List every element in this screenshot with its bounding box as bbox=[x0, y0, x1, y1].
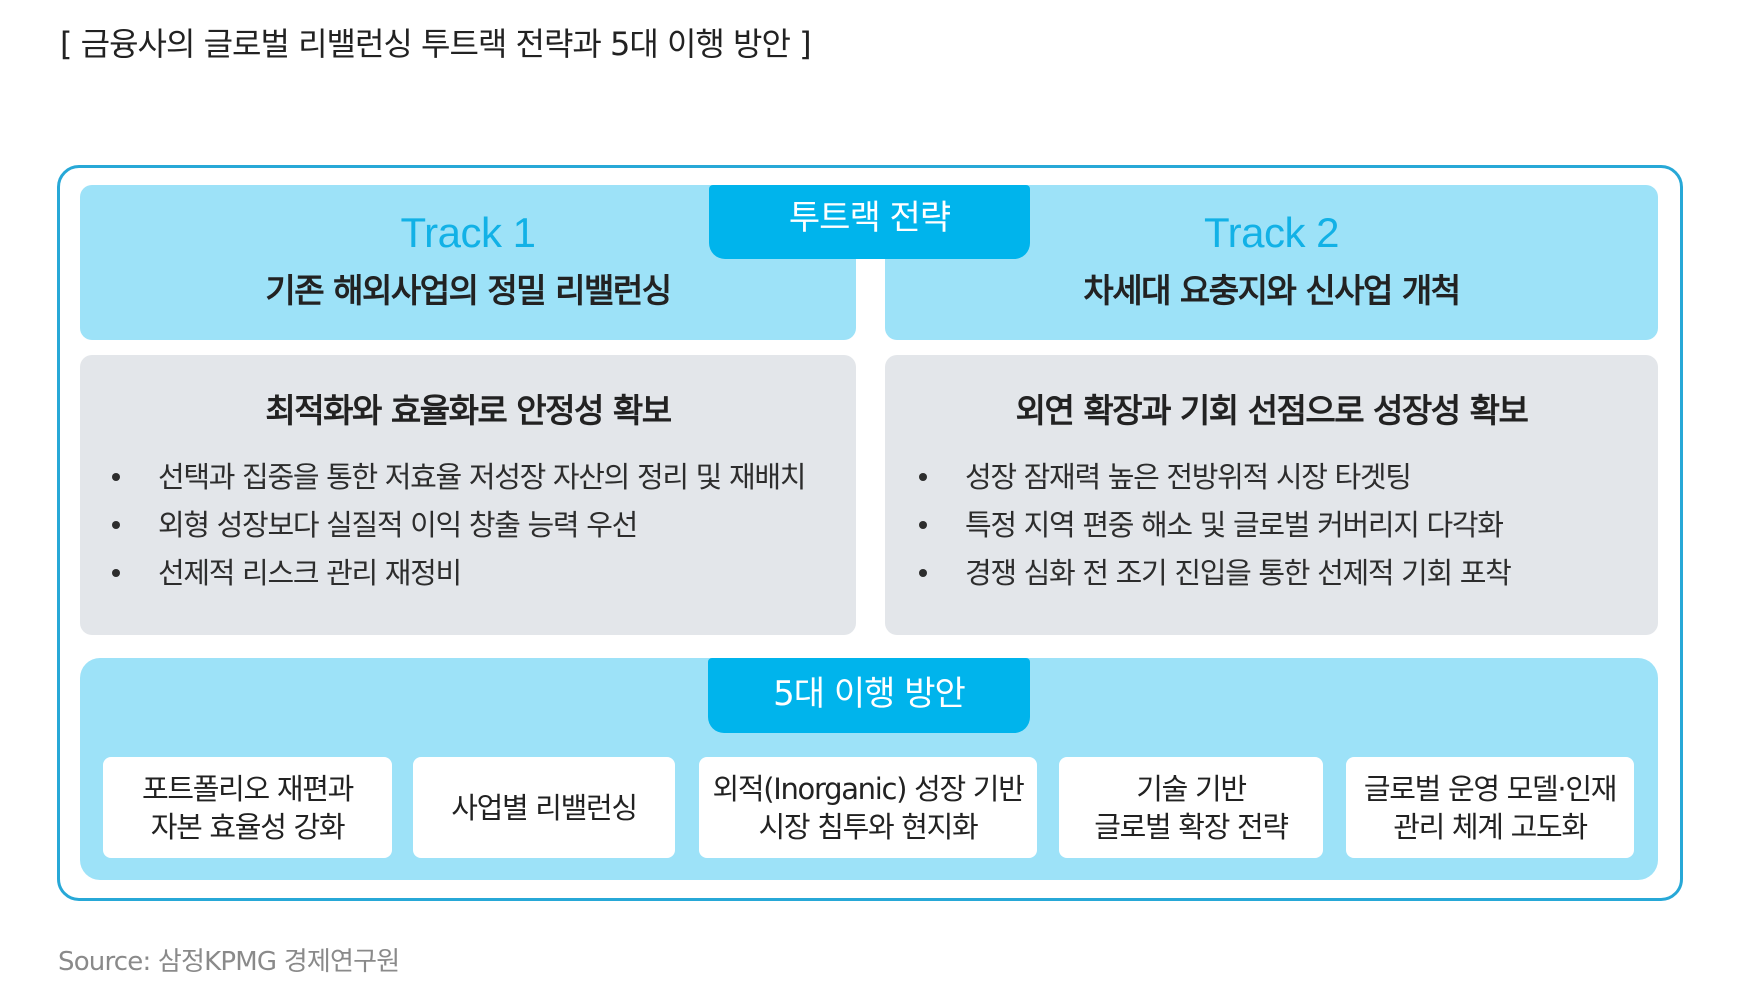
action-box: 포트폴리오 재편과 자본 효율성 강화 bbox=[103, 757, 392, 858]
action-text: 기술 기반 글로벌 확장 전략 bbox=[1094, 771, 1289, 844]
action-text: 포트폴리오 재편과 자본 효율성 강화 bbox=[142, 771, 354, 844]
bullet-text: 경쟁 심화 전 조기 진입을 통한 선제적 기회 포착 bbox=[965, 556, 1512, 590]
bullet-text: 외형 성장보다 실질적 이익 창출 능력 우선 bbox=[158, 508, 638, 542]
action-text: 글로벌 운영 모델·인재 관리 체계 고도화 bbox=[1363, 771, 1617, 844]
track-1-label: Track 1 bbox=[400, 209, 536, 256]
list-item: 외형 성장보다 실질적 이익 창출 능력 우선 bbox=[110, 503, 805, 551]
action-box: 외적(Inorganic) 성장 기반 시장 침투와 현지화 bbox=[699, 757, 1037, 858]
list-item: 경쟁 심화 전 조기 진입을 통한 선제적 기회 포착 bbox=[917, 551, 1512, 599]
bullet-icon bbox=[919, 473, 927, 481]
list-item: 특정 지역 편중 해소 및 글로벌 커버리지 다각화 bbox=[917, 503, 1511, 551]
bullet-icon bbox=[112, 473, 120, 481]
bullet-icon bbox=[919, 521, 927, 529]
page-title: [ 금융사의 글로벌 리밸런싱 투트랙 전략과 5대 이행 방안 ] bbox=[60, 25, 812, 63]
bullet-icon bbox=[112, 569, 120, 577]
track-1-bullet-list: 선택과 집중을 통한 저효율 저성장 자산의 정리 및 재배치 외형 성장보다 … bbox=[110, 455, 806, 599]
list-item: 성장 잠재력 높은 전방위적 시장 타겟팅 bbox=[917, 455, 1511, 503]
action-box: 기술 기반 글로벌 확장 전략 bbox=[1059, 757, 1323, 858]
action-text: 사업별 리밸런싱 bbox=[451, 790, 638, 825]
track-2-detail-heading: 외연 확장과 기회 선점으로 성장성 확보 bbox=[1015, 391, 1529, 430]
five-action-plans-tab: 5대 이행 방안 bbox=[708, 658, 1030, 733]
action-box: 사업별 리밸런싱 bbox=[413, 757, 675, 858]
bullet-text: 선제적 리스크 관리 재정비 bbox=[158, 556, 462, 590]
source-note: Source: 삼정KPMG 경제연구원 bbox=[58, 947, 400, 977]
bullet-icon bbox=[919, 569, 927, 577]
diagram-frame bbox=[57, 165, 1683, 901]
track-2-detail-panel: 외연 확장과 기회 선점으로 성장성 확보 성장 잠재력 높은 전방위적 시장 … bbox=[885, 355, 1658, 635]
action-text: 외적(Inorganic) 성장 기반 시장 침투와 현지화 bbox=[712, 771, 1024, 844]
track-1-detail-heading: 최적화와 효율화로 안정성 확보 bbox=[265, 391, 672, 430]
track-2-subtitle: 차세대 요충지와 신사업 개척 bbox=[1083, 271, 1461, 310]
track-2-panel: Track 2 차세대 요충지와 신사업 개척 bbox=[885, 185, 1658, 340]
list-item: 선제적 리스크 관리 재정비 bbox=[110, 551, 805, 599]
action-box: 글로벌 운영 모델·인재 관리 체계 고도화 bbox=[1346, 757, 1634, 858]
bullet-text: 특정 지역 편중 해소 및 글로벌 커버리지 다각화 bbox=[965, 508, 1504, 542]
bullet-text: 선택과 집중을 통한 저효율 저성장 자산의 정리 및 재배치 bbox=[158, 460, 806, 494]
list-item: 선택과 집중을 통한 저효율 저성장 자산의 정리 및 재배치 bbox=[110, 455, 806, 503]
bullet-text: 성장 잠재력 높은 전방위적 시장 타겟팅 bbox=[965, 460, 1412, 494]
track-2-label: Track 2 bbox=[1204, 209, 1339, 256]
track-1-detail-panel: 최적화와 효율화로 안정성 확보 선택과 집중을 통한 저효율 저성장 자산의 … bbox=[80, 355, 856, 635]
track-1-subtitle: 기존 해외사업의 정밀 리밸런싱 bbox=[265, 271, 672, 310]
two-track-strategy-tab: 투트랙 전략 bbox=[709, 185, 1030, 259]
bullet-icon bbox=[112, 521, 120, 529]
track-2-bullet-list: 성장 잠재력 높은 전방위적 시장 타겟팅 특정 지역 편중 해소 및 글로벌 … bbox=[917, 455, 1512, 599]
